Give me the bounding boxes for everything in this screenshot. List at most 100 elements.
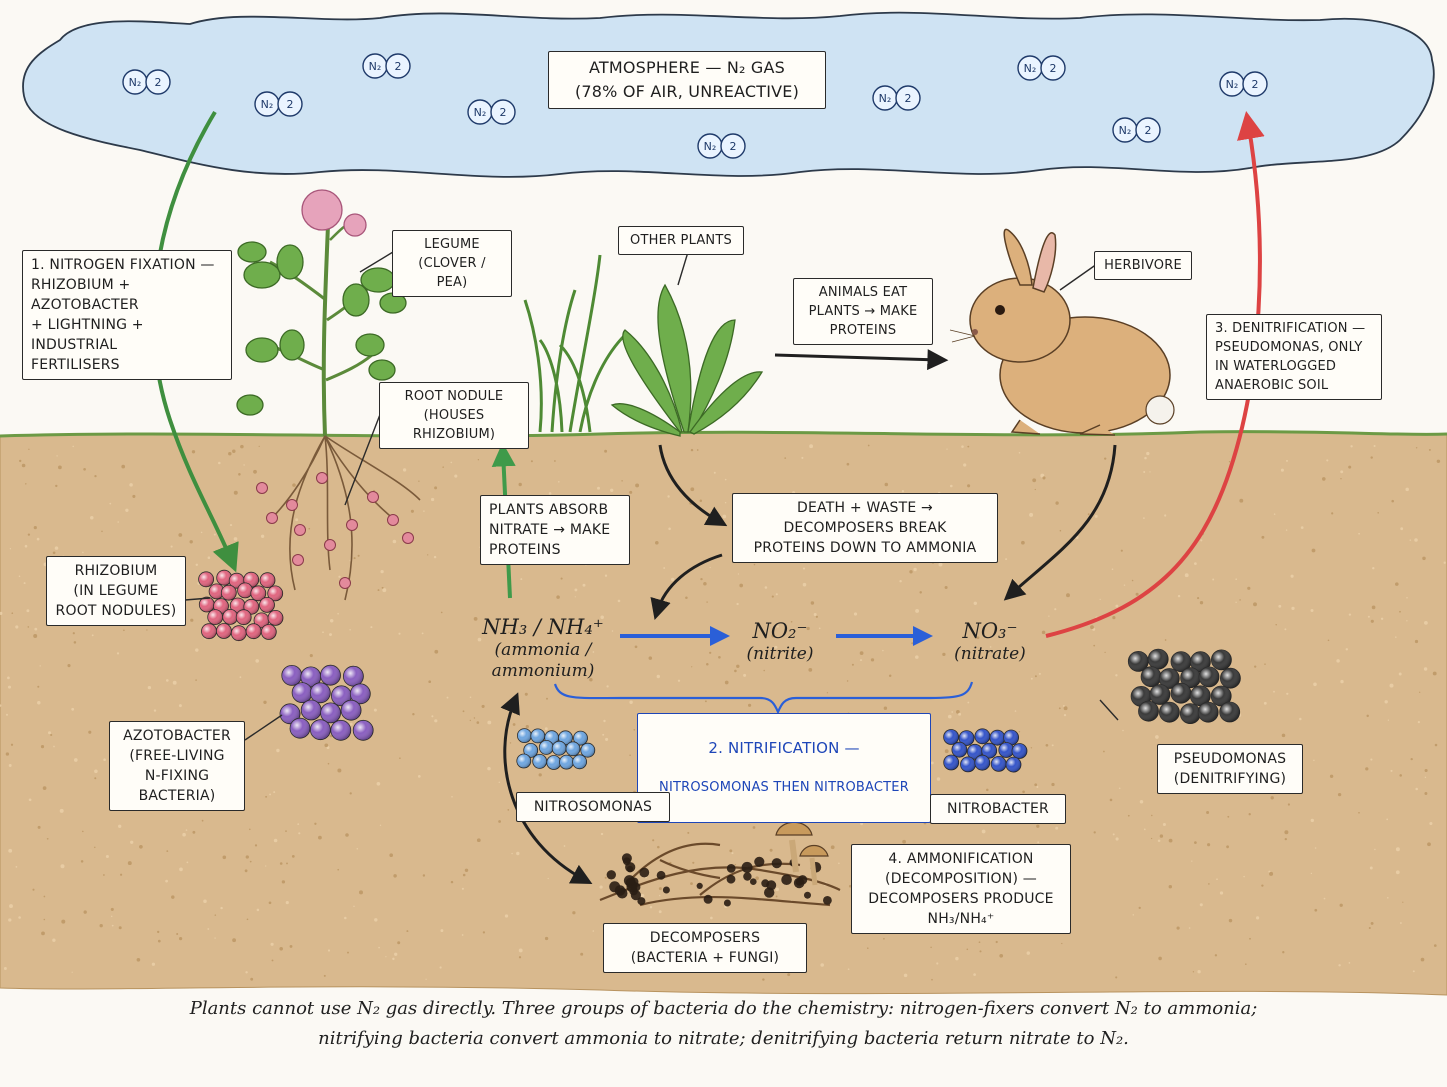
nitrite-name: (nitrite) <box>746 644 814 664</box>
nitrosomonas-label: NITROSOMONAS <box>516 792 670 822</box>
bacterium <box>943 754 960 771</box>
root-nodule <box>294 524 306 536</box>
root-nodule <box>339 577 351 589</box>
herbivore-label: HERBIVORE <box>1094 251 1192 280</box>
bacterium <box>951 741 968 758</box>
nitrosomonas-cluster <box>516 728 596 770</box>
bacterium <box>245 623 262 640</box>
root-nodule <box>266 512 278 524</box>
decomposers-illustration <box>599 821 841 907</box>
n2-molecule: N₂ 2 <box>872 85 921 111</box>
bacterium <box>1220 667 1241 689</box>
bacterium <box>330 719 352 741</box>
n2-atom-label: 2 <box>905 92 912 105</box>
n2-atom-label: 2 <box>395 60 402 73</box>
n2-molecule-label: N₂ <box>369 60 382 73</box>
bacterium <box>267 610 284 626</box>
bacterium <box>208 583 225 600</box>
bacterium <box>532 754 548 769</box>
bacterium <box>960 756 976 773</box>
animals-eat-arrow <box>774 349 949 371</box>
legume-label: LEGUME (CLOVER / PEA) <box>392 230 512 297</box>
bacterium <box>1197 701 1219 723</box>
bacterium <box>516 753 532 769</box>
bacterium <box>989 729 1006 746</box>
decomposers-to-ammonia-arrow <box>650 553 723 621</box>
bacterium <box>530 728 546 744</box>
n2-molecule-label: N₂ <box>129 76 142 89</box>
nitrate-name: (nitrate) <box>954 644 1026 664</box>
nitrobacter-label: NITROBACTER <box>930 794 1066 824</box>
bacterium <box>990 756 1007 772</box>
n2-molecule-label: N₂ <box>879 92 892 105</box>
root-nodule <box>346 519 358 531</box>
bacterium <box>309 719 331 741</box>
decomposers-label: DECOMPOSERS (BACTERIA + FUNGI) <box>603 923 807 973</box>
ammonia-formula: NH₃ / NH₄⁺ <box>482 615 604 639</box>
root-nodule <box>402 532 414 544</box>
root-nodules <box>256 472 414 589</box>
bacterium <box>215 623 232 639</box>
bacterium <box>565 741 581 757</box>
pseudomonas-label: PSEUDOMONAS (DENITRIFYING) <box>1157 744 1303 794</box>
bacterium <box>281 665 303 686</box>
bacterium <box>559 754 574 770</box>
n2-atom-label: 2 <box>287 98 294 111</box>
leader-lines <box>184 251 1119 741</box>
nitrification-title: 2. NITRIFICATION — <box>708 739 860 757</box>
bacterium <box>546 755 562 770</box>
bacterium <box>1170 682 1192 704</box>
root-nodule <box>367 491 379 503</box>
bacterium <box>998 742 1015 758</box>
nitrite-formula: NO₂⁻ <box>752 619 808 643</box>
rabbit-herbivore <box>949 228 1175 436</box>
n2-molecule-label: N₂ <box>261 98 274 111</box>
nitrogen-fixation-label: 1. NITROGEN FIXATION — RHIZOBIUM + AZOTO… <box>22 250 232 380</box>
bacterium <box>1147 648 1169 670</box>
nitrification-brace <box>553 681 974 715</box>
bacterium <box>250 585 267 602</box>
root-nodule <box>387 514 399 526</box>
n2-molecule: N₂ 2 <box>467 99 516 125</box>
bacterium <box>958 730 975 746</box>
nitrate-node: NO₃⁻ (nitrate) <box>938 618 1042 665</box>
bacterium <box>342 665 364 687</box>
bacterium <box>1219 701 1241 723</box>
n2-molecule-label: N₂ <box>474 106 487 119</box>
bacterium <box>1180 667 1201 689</box>
bacterium <box>1179 703 1201 724</box>
grass-line <box>0 430 1447 438</box>
plant-death-arrow <box>658 444 728 527</box>
n2-atom-label: 2 <box>500 106 507 119</box>
bacterium <box>220 584 237 601</box>
bacterium <box>237 582 254 599</box>
plants-absorb-label: PLANTS ABSORB NITRATE → MAKE PROTEINS <box>480 495 630 565</box>
nitrate-formula: NO₃⁻ <box>962 619 1018 643</box>
legume-plant <box>236 189 421 601</box>
bacterium <box>230 625 247 642</box>
nitrification-label: 2. NITRIFICATION — NITROSOMONAS THEN NIT… <box>637 713 931 823</box>
root-nodule <box>292 554 304 566</box>
bacterium <box>967 743 983 760</box>
animals-eat-label: ANIMALS EAT PLANTS → MAKE PROTEINS <box>793 278 933 345</box>
grass-clump <box>523 254 627 433</box>
bacterium <box>1159 701 1180 723</box>
bacterium <box>259 572 276 589</box>
bacterium <box>1005 756 1022 773</box>
bacterium <box>207 609 224 625</box>
bacterium <box>1211 649 1232 671</box>
bacterium <box>1198 666 1220 688</box>
bacterium <box>1140 666 1162 688</box>
root-nodule <box>316 472 328 484</box>
n2-molecule: N₂ 2 <box>362 53 411 79</box>
nitrification-subtitle: NITROSOMONAS THEN NITROBACTER <box>659 780 909 795</box>
denitrification-label: 3. DENITRIFICATION — PSEUDOMONAS, ONLY I… <box>1206 314 1382 400</box>
caption-line-1: Plants cannot use N₂ gas directly. Three… <box>189 998 1258 1019</box>
n2-atom-label: 2 <box>730 140 737 153</box>
death-waste-label: DEATH + WASTE → DECOMPOSERS BREAK PROTEI… <box>732 493 998 563</box>
bacterium <box>300 666 322 688</box>
n2-molecule-label: N₂ <box>704 140 717 153</box>
n2-molecule: N₂ 2 <box>697 133 746 159</box>
